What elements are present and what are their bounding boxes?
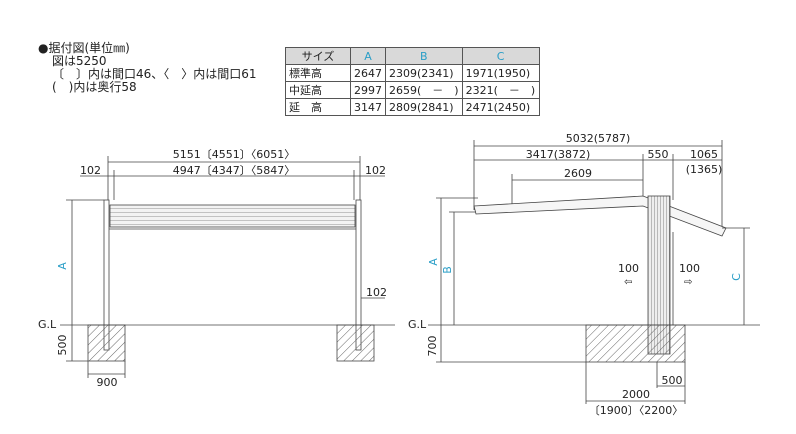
label-overall-width: 5151〔4551〕〈6051〉 (173, 148, 295, 161)
notes-title: ●据付図(単位㎜) (38, 41, 130, 55)
label-height-c: C (730, 273, 743, 281)
notes-block: ●据付図(単位㎜) 図は5250 〔 〕内は間口46、〈 〉内は間口61 ( )… (38, 42, 257, 94)
label-right-marker: 100 (679, 262, 700, 275)
notes-line-2: 〔 〕内は間口46、〈 〉内は間口61 (52, 67, 257, 81)
label-foundation-depth-side: 700 (426, 336, 439, 357)
cell-a: 2997 (350, 81, 386, 99)
label-left-marker: 100 (618, 262, 639, 275)
label-height-a-side: A (427, 258, 440, 266)
cell-b: 2309(2341) (385, 64, 463, 82)
label-gl-side: G.L (408, 318, 427, 331)
header-a: A (350, 47, 386, 65)
front-view (60, 156, 395, 378)
label-foundation-depth-front: 500 (56, 335, 69, 356)
label-left-offset: 102 (80, 164, 101, 177)
size-table-header: サイズ A B C (285, 47, 540, 65)
row-label: 中延高 (285, 81, 351, 99)
table-row: 標準高 2647 2309(2341) 1971(1950) (285, 64, 540, 82)
arrow-left-icon: ⇦ (624, 277, 632, 288)
front-roof-panel (109, 204, 356, 228)
front-left-foundation (87, 324, 126, 362)
cell-c: 2471(2450) (461, 98, 540, 116)
label-front-span: 3417(3872) (526, 148, 591, 161)
label-height-a: A (56, 262, 69, 270)
label-inner-width: 4947〔4347〕〈5847〉 (173, 164, 295, 177)
arrow-right-icon: ⇨ (684, 277, 692, 288)
cell-b: 2809(2841) (385, 98, 463, 116)
side-view (428, 140, 760, 404)
table-row: 中延高 2997 2659( － ) 2321( － ) (285, 81, 540, 99)
header-b: B (385, 47, 463, 65)
label-height-b: B (441, 266, 454, 274)
label-foundation-width-front: 900 (97, 376, 118, 389)
notes-line-1: 図は5250 (52, 54, 107, 68)
cell-a: 3147 (350, 98, 386, 116)
label-post-width: 550 (648, 148, 669, 161)
label-right-offset: 102 (365, 164, 386, 177)
label-overhang: 1065 (690, 148, 718, 161)
side-foundation (585, 324, 686, 363)
label-overhang-alt: (1365) (686, 163, 723, 176)
header-c: C (461, 47, 540, 65)
size-table: サイズ A B C 標準高 2647 2309(2341) 1971(1950)… (285, 47, 540, 116)
cell-a: 2647 (350, 64, 386, 82)
row-label: 延 高 (285, 98, 351, 116)
cell-c: 2321( － ) (461, 81, 540, 99)
notes-line-3: ( )内は奥行58 (52, 80, 137, 94)
label-post-offset: 102 (366, 286, 387, 299)
label-gl-front: G.L (38, 318, 57, 331)
front-right-foundation (336, 324, 375, 362)
label-base-width-alt: 〔1900〕〈2200〉 (589, 404, 684, 417)
label-beam-span: 2609 (564, 167, 592, 180)
label-foundation-width-side: 500 (662, 374, 683, 387)
label-base-width: 2000 (622, 388, 650, 401)
label-overall-depth: 5032(5787) (566, 132, 631, 145)
table-row: 延 高 3147 2809(2841) 2471(2450) (285, 98, 540, 116)
